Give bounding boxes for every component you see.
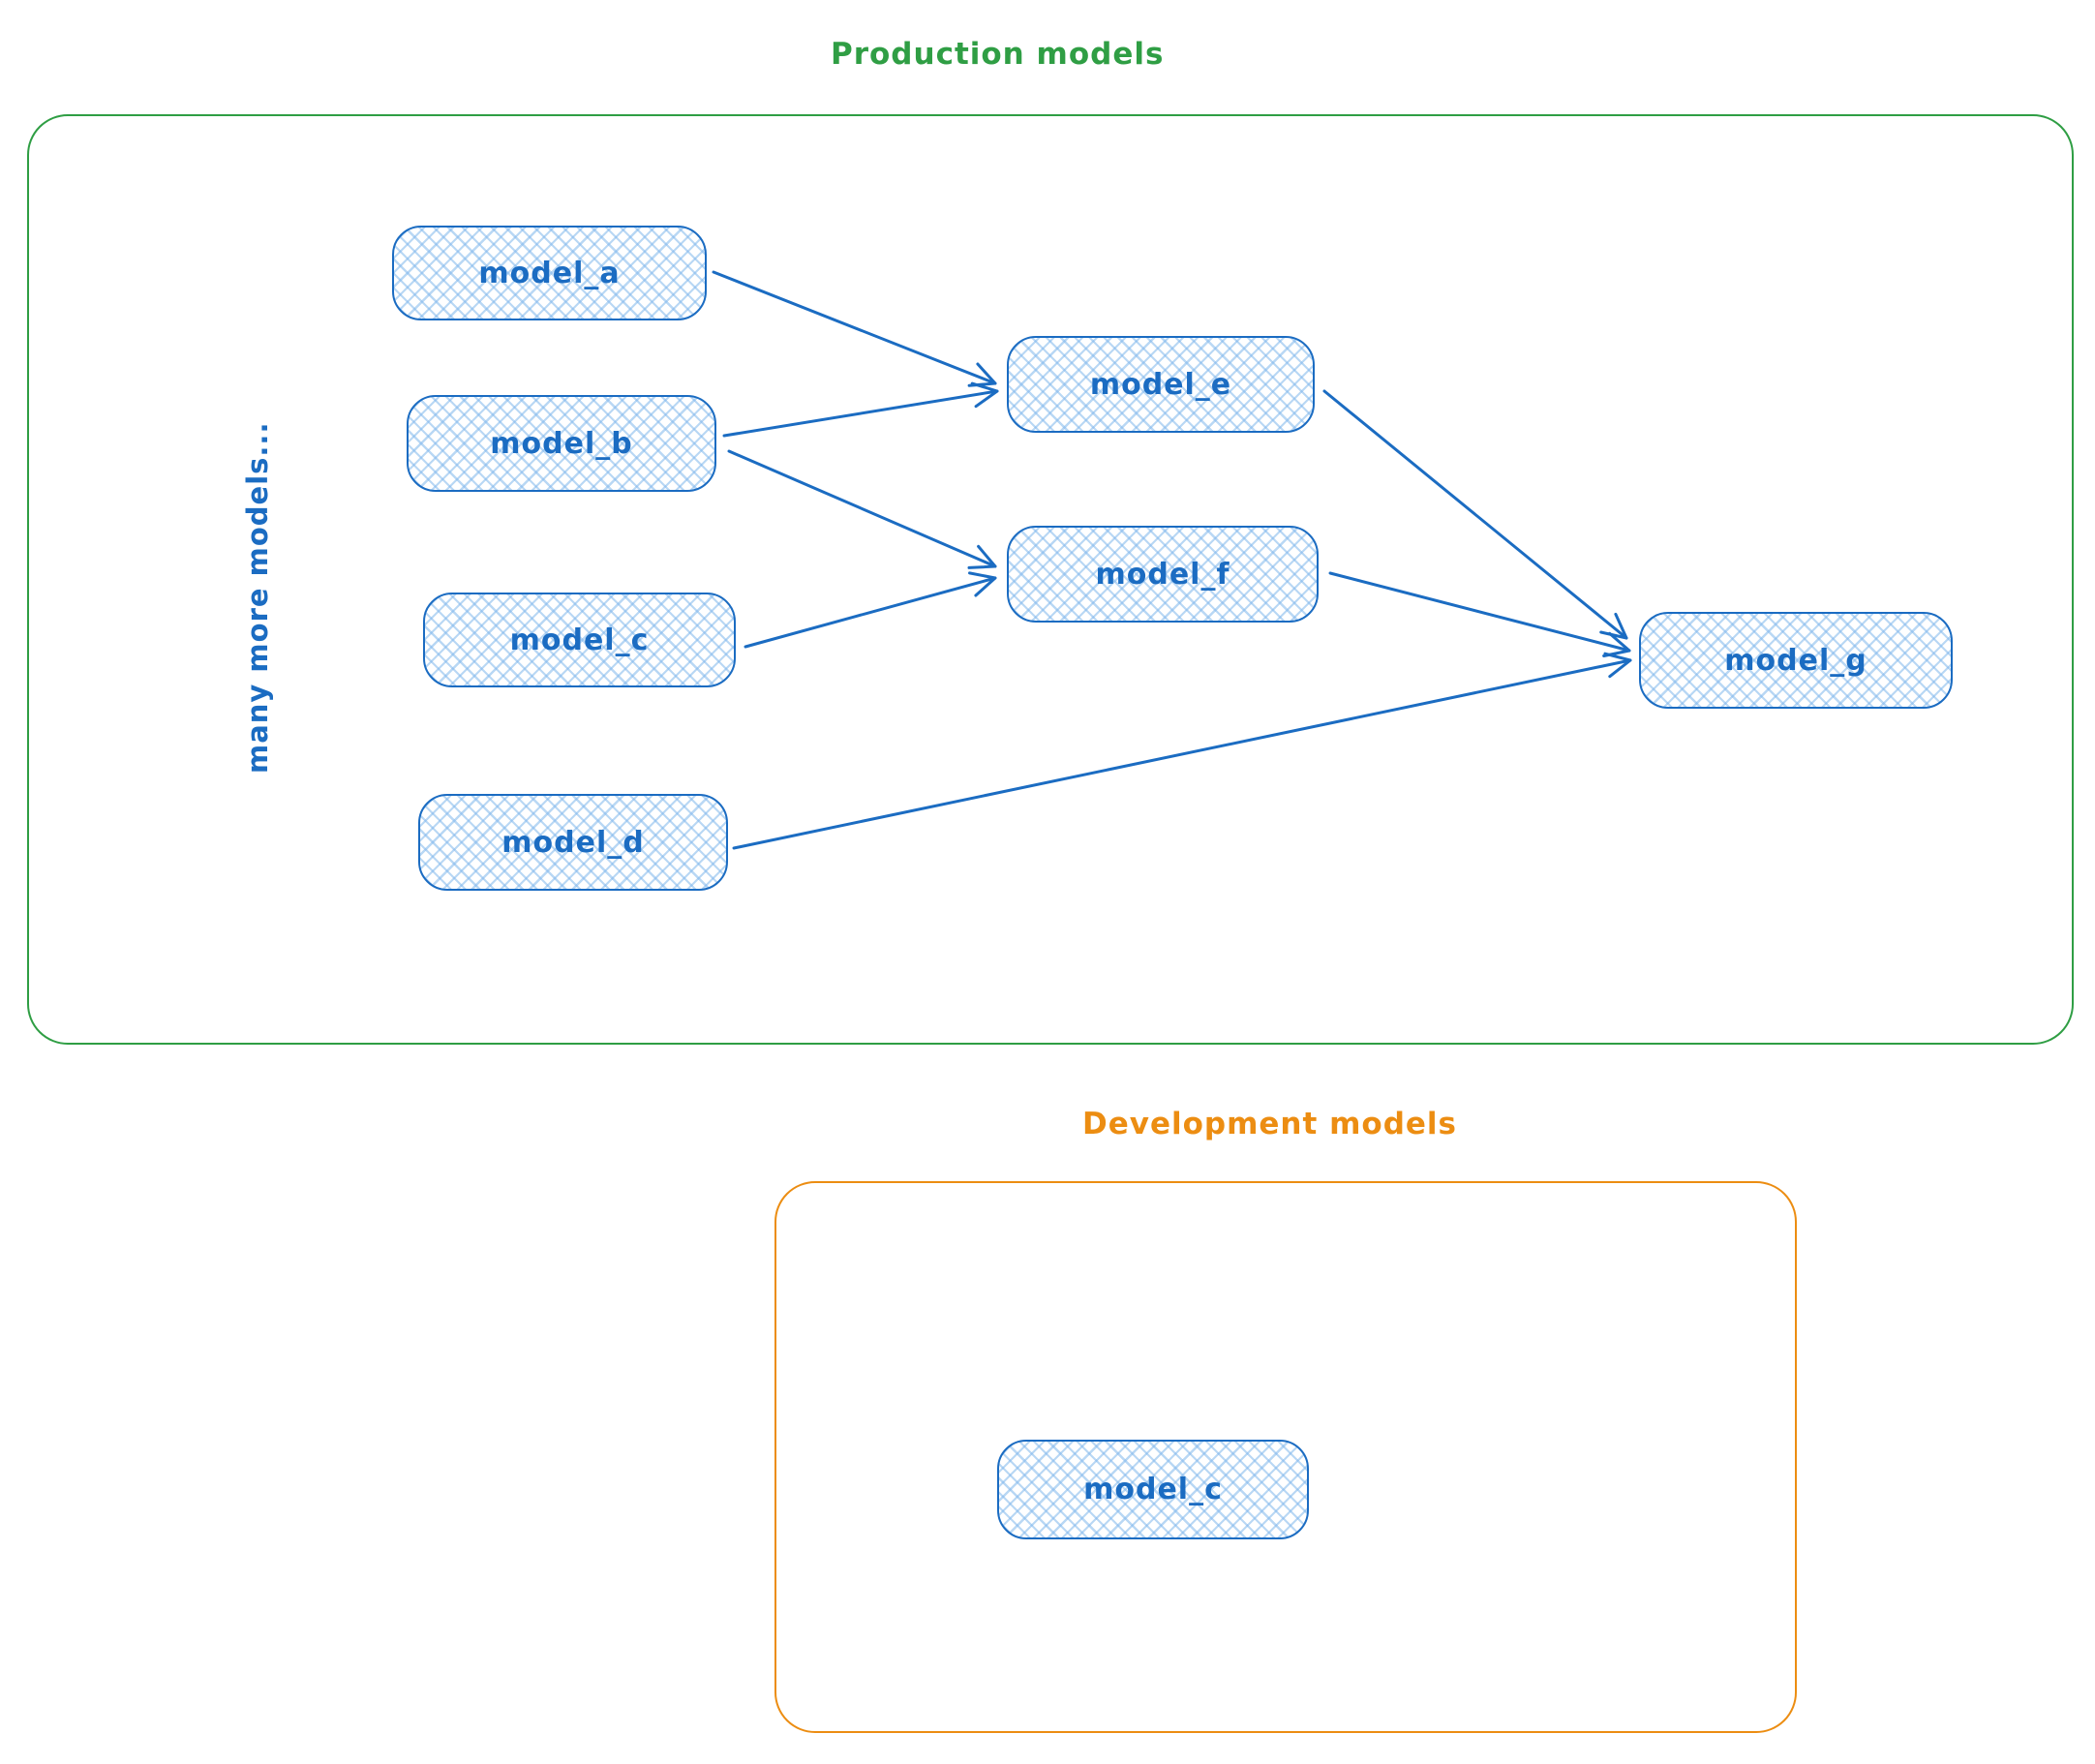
node-model_a[interactable]: model_a xyxy=(392,226,707,320)
node-label-model_c_dev: model_c xyxy=(1083,1473,1223,1506)
node-label-model_g: model_g xyxy=(1724,643,1867,678)
many-more-models-note: many more models... xyxy=(241,421,274,774)
arrowhead-icon xyxy=(970,381,999,409)
node-label-model_e: model_e xyxy=(1089,367,1232,402)
node-model_c_dev[interactable]: model_c xyxy=(997,1440,1309,1539)
development-section-title: Development models xyxy=(1082,1107,1458,1141)
production-frame[interactable] xyxy=(27,114,2074,1045)
node-label-model_a: model_a xyxy=(478,256,621,290)
node-label-model_b: model_b xyxy=(490,426,633,461)
node-model_c[interactable]: model_c xyxy=(423,593,736,687)
production-section-title: Production models xyxy=(831,37,1165,72)
node-label-model_f: model_f xyxy=(1095,557,1230,592)
node-model_b[interactable]: model_b xyxy=(407,395,716,492)
development-frame[interactable] xyxy=(774,1181,1797,1733)
arrowhead-icon xyxy=(968,571,997,597)
node-model_g[interactable]: model_g xyxy=(1639,612,1953,709)
node-label-model_d: model_d xyxy=(501,825,645,860)
node-model_d[interactable]: model_d xyxy=(418,794,728,891)
arrowhead-icon xyxy=(967,544,997,569)
node-label-model_c: model_c xyxy=(509,623,650,657)
arrowhead-icon xyxy=(1603,652,1632,679)
node-model_f[interactable]: model_f xyxy=(1007,526,1319,623)
node-model_e[interactable]: model_e xyxy=(1007,336,1315,433)
